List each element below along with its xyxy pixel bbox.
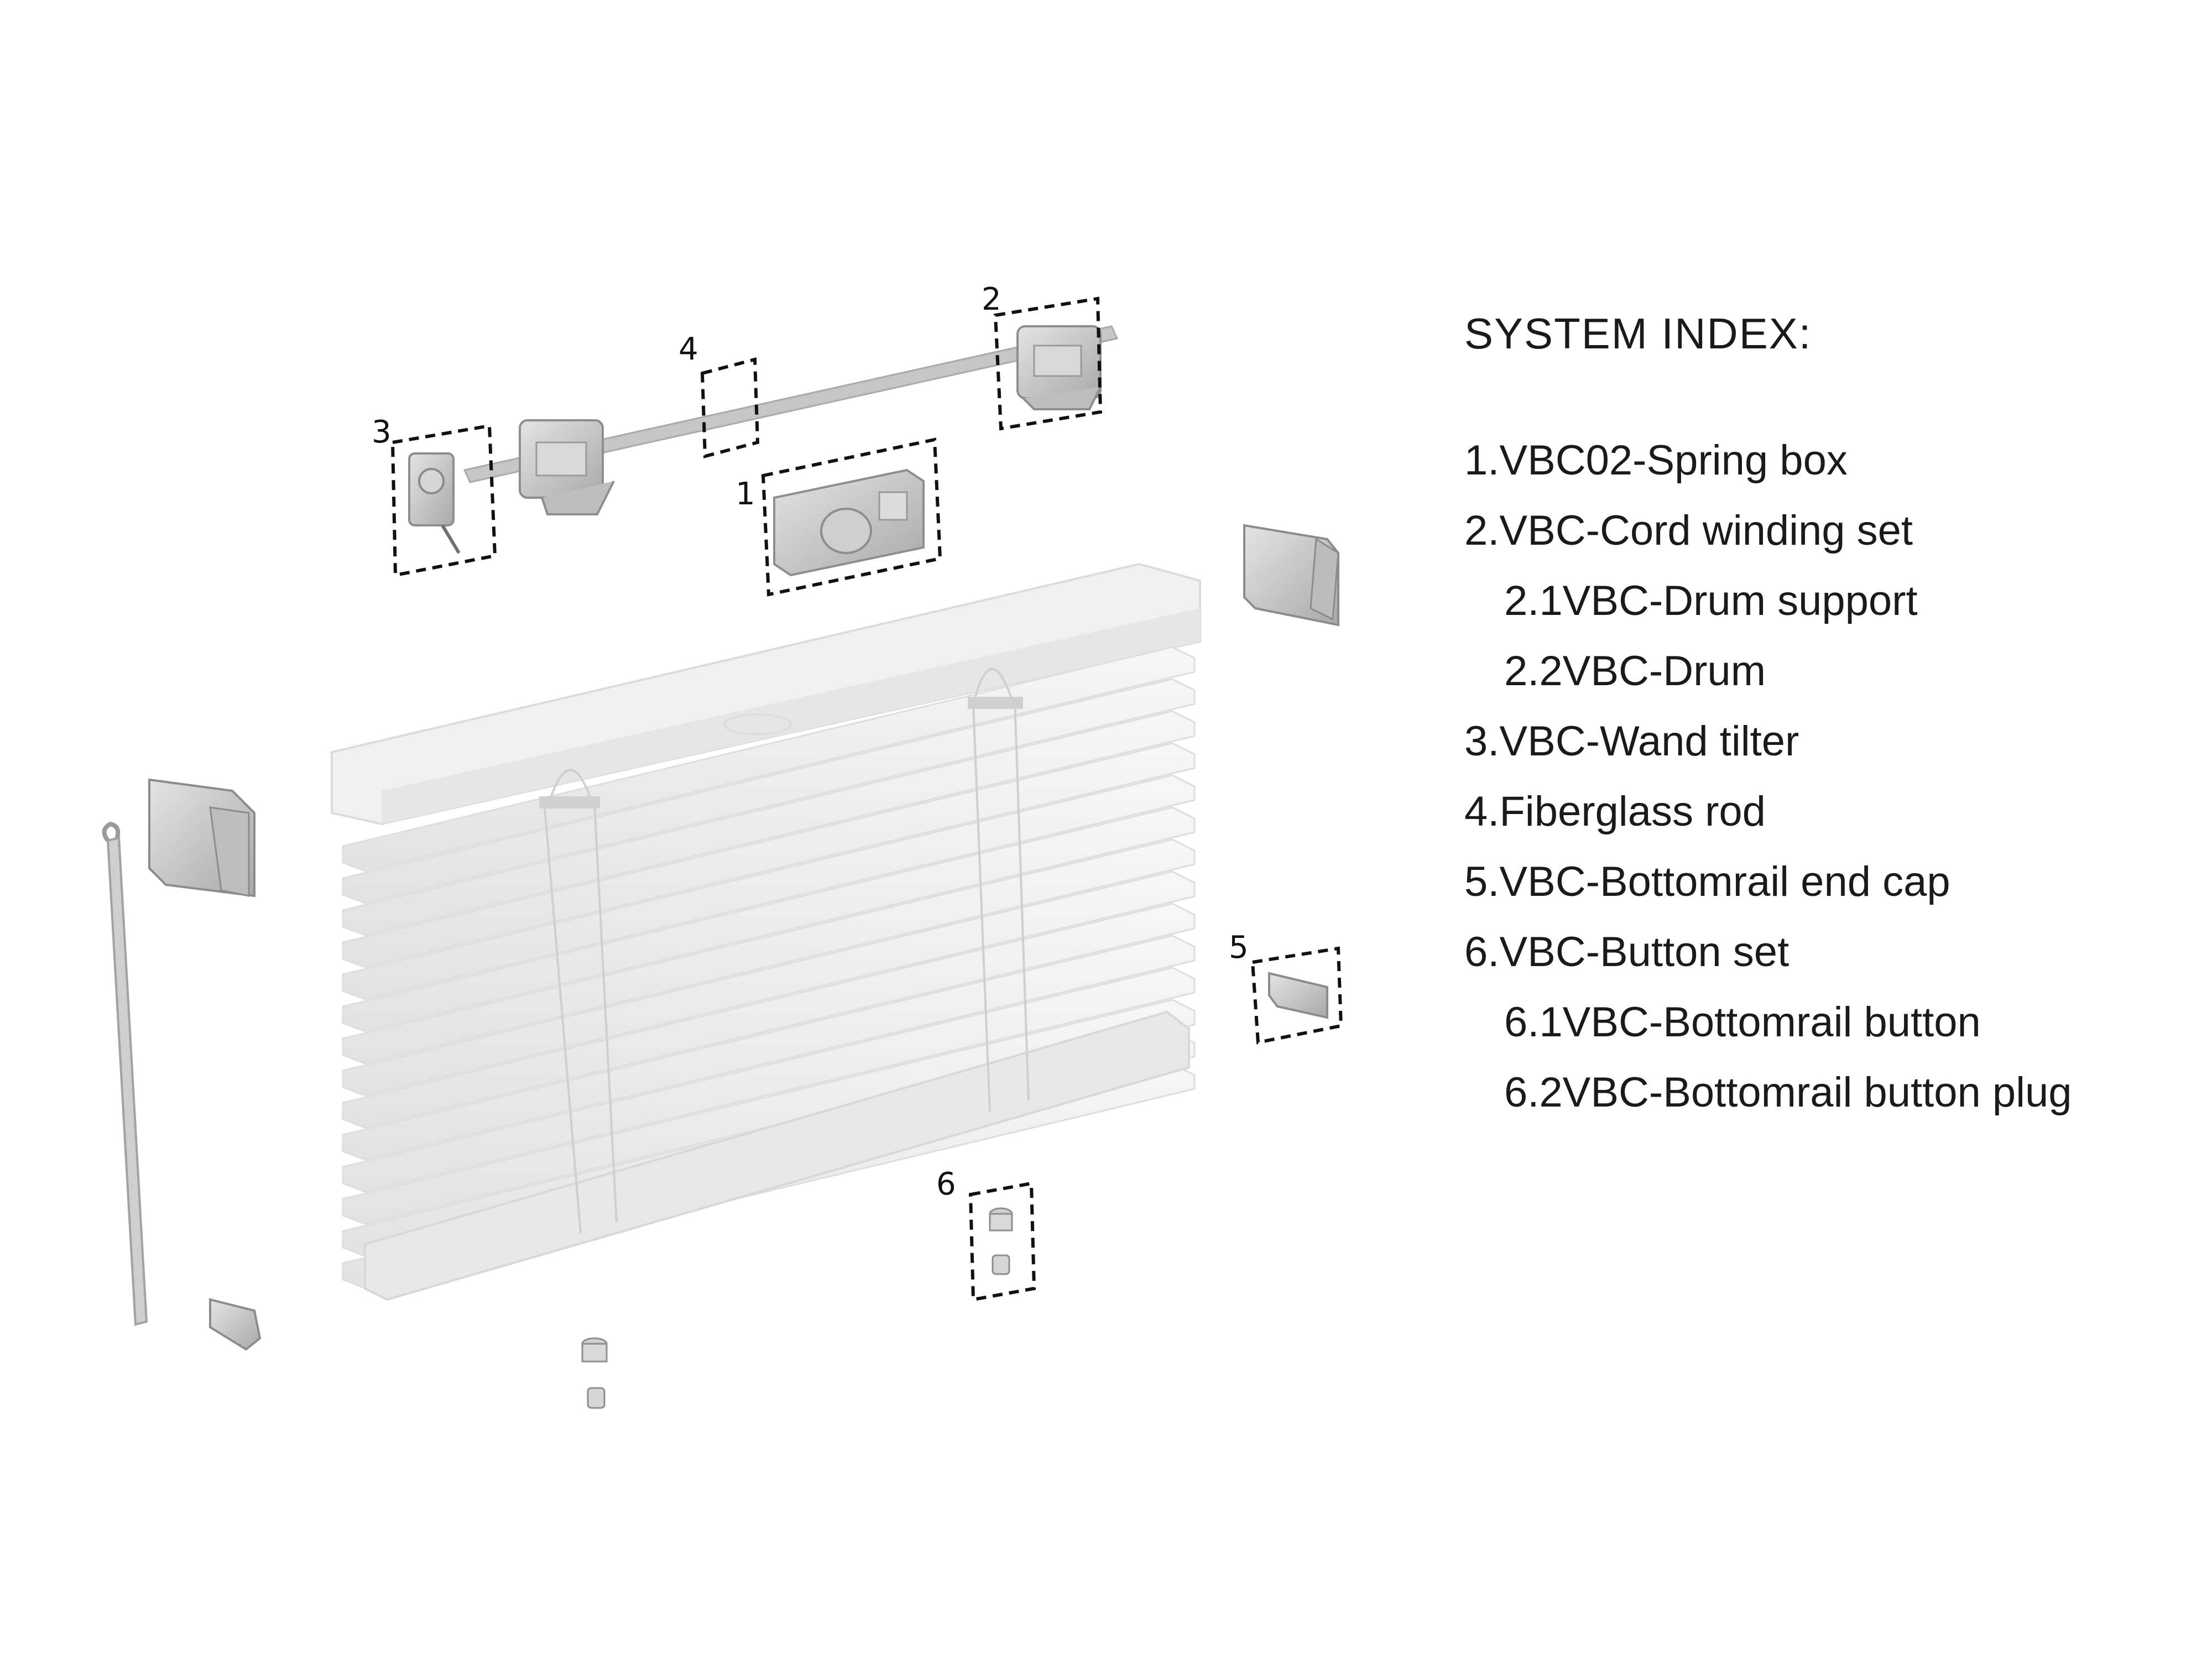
index-subitem: 2.2VBC-Drum	[1504, 648, 1766, 695]
cord-winding-set-left	[519, 419, 615, 515]
callout-label-2: 2	[982, 281, 1001, 317]
slat	[342, 935, 1196, 1161]
index-item: 6.VBC-Button set	[1464, 928, 1790, 975]
callout-label-5: 5	[1229, 930, 1249, 966]
mounting-bracket-left	[148, 778, 255, 898]
button-set	[989, 1207, 1013, 1275]
callout-box-4	[700, 357, 760, 458]
index-item: 2.VBC-Cord winding set	[1464, 507, 1913, 554]
callout-box-1	[761, 437, 942, 597]
mounting-bracket-right	[1243, 524, 1339, 627]
ladder-clip-right	[968, 697, 1023, 709]
loose-button-set	[581, 1337, 608, 1409]
bottom-rail	[364, 1010, 1190, 1301]
callout-label-1: 1	[735, 476, 755, 512]
callout-box-6	[968, 1181, 1036, 1302]
slat	[342, 902, 1196, 1129]
callout-label-6: 6	[936, 1166, 956, 1202]
ladder-clip-left	[539, 796, 600, 808]
bottomrail-end-cap	[1268, 972, 1328, 1019]
slat	[342, 678, 1196, 904]
fiberglass-rod	[463, 325, 1119, 483]
system-index-title: SYSTEM INDEX:	[1464, 309, 1812, 358]
callout-box-2	[993, 296, 1103, 431]
index-subitem: 2.1VBC-Drum support	[1504, 577, 1918, 624]
blind-assembly	[331, 562, 1201, 1301]
index-item: 5.VBC-Bottomrail end cap	[1464, 858, 1950, 905]
valance-clip	[209, 1298, 262, 1351]
system-index: SYSTEM INDEX: 1.VBC02-Spring box 2.VBC-C…	[1464, 309, 2072, 1128]
ladder-cord-left	[544, 769, 618, 1234]
callout-box-5	[1250, 946, 1343, 1045]
slat	[342, 967, 1196, 1193]
callout-box-3	[390, 424, 497, 577]
ladder-cord-right	[972, 668, 1030, 1112]
callout-label-4: 4	[679, 331, 698, 367]
index-subitem: 6.2VBC-Bottomrail button plug	[1504, 1069, 2072, 1116]
slat	[342, 806, 1196, 1032]
index-item: 3.VBC-Wand tilter	[1464, 718, 1799, 765]
spring-box	[773, 468, 925, 577]
index-item: 1.VBC02-Spring box	[1464, 437, 1848, 484]
cord-winding-set-right	[1016, 325, 1102, 410]
index-item: 4.Fiberglass rod	[1464, 788, 1766, 835]
slat	[342, 742, 1196, 968]
slat	[342, 710, 1196, 936]
wand-tilter	[408, 452, 461, 554]
system-index-list: 1.VBC02-Spring box 2.VBC-Cord winding se…	[1464, 425, 2072, 1128]
index-subitem: 6.1VBC-Bottomrail button	[1504, 999, 1981, 1046]
slat	[342, 999, 1196, 1225]
callout-label-3: 3	[372, 414, 392, 450]
tilt-wand	[102, 821, 148, 1326]
